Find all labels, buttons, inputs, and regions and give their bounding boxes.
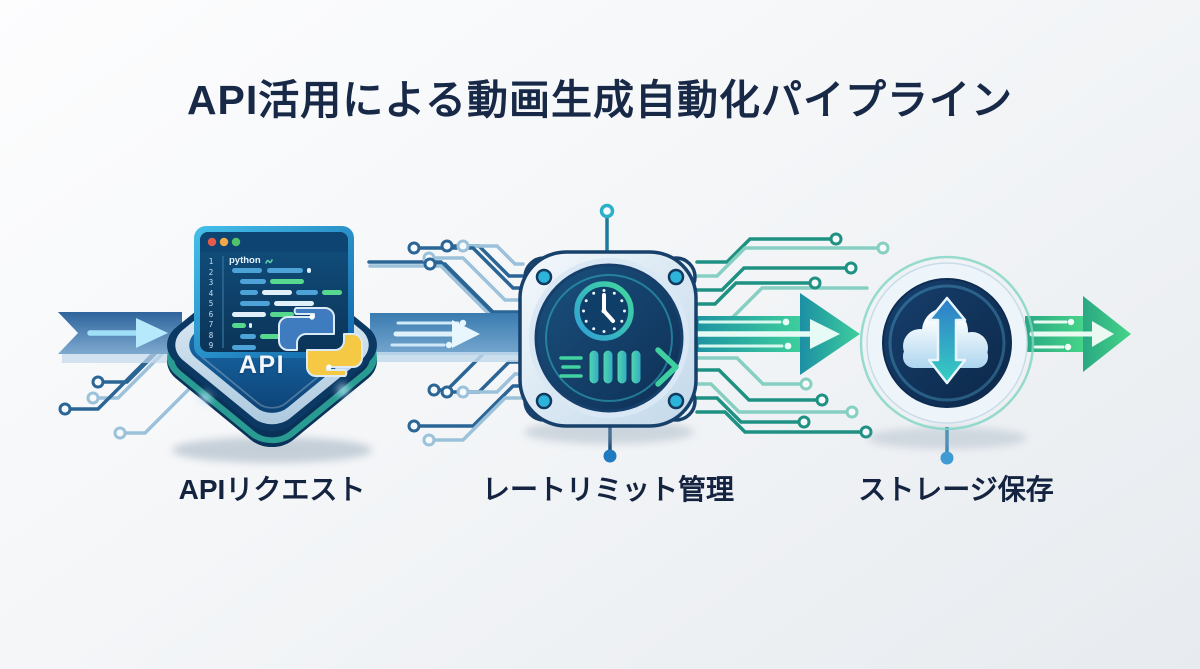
corner-dot [667, 392, 685, 410]
cloud-storage-updown-icon [859, 255, 1035, 449]
code-line-numbers: 1 2 3 4 5 6 7 8 9 [208, 257, 214, 350]
circuit-traces-between-2-3-lower [695, 356, 873, 439]
circuit-traces-icon1-lower-left [58, 338, 207, 440]
rate-limit-clock-gauge-icon [518, 250, 698, 444]
corner-dot [535, 392, 553, 410]
circuit-traces-between-2-3-upper [695, 232, 890, 320]
stage-label-storage-save: ストレージ保存 [858, 474, 1054, 505]
window-dot-yellow [219, 237, 229, 247]
flow-arrow-1-2 [370, 313, 522, 362]
up-down-arrow-icon [927, 296, 967, 385]
stage-label-rate-limit: レートリミット管理 [481, 474, 735, 505]
code-lines [232, 268, 342, 350]
stage-label-api-request: APIリクエスト [178, 474, 366, 505]
clock-icon [574, 281, 634, 341]
corner-dot [667, 268, 685, 286]
throttle-gauge-icon [559, 347, 679, 387]
flow-arrow-2-3 [688, 293, 860, 375]
circuit-traces-between-1-2-upper [367, 239, 525, 338]
window-dot-green [231, 237, 241, 247]
circuit-traces-between-1-2-lower [407, 348, 525, 447]
corner-dot [535, 268, 553, 286]
page-title: API活用による動画生成自動化パイプライン [186, 77, 1014, 123]
python-api-chip-icon [166, 226, 378, 463]
chip-api-label: API [238, 351, 286, 379]
python-mini-icon [264, 258, 273, 264]
flow-arrow-output [1025, 296, 1131, 372]
flow-arrow-input [58, 312, 182, 363]
window-dot-red [207, 237, 217, 247]
python-logo-icon [278, 307, 363, 377]
code-window-title: python [229, 255, 274, 266]
code-window-title-text: python [229, 255, 261, 266]
